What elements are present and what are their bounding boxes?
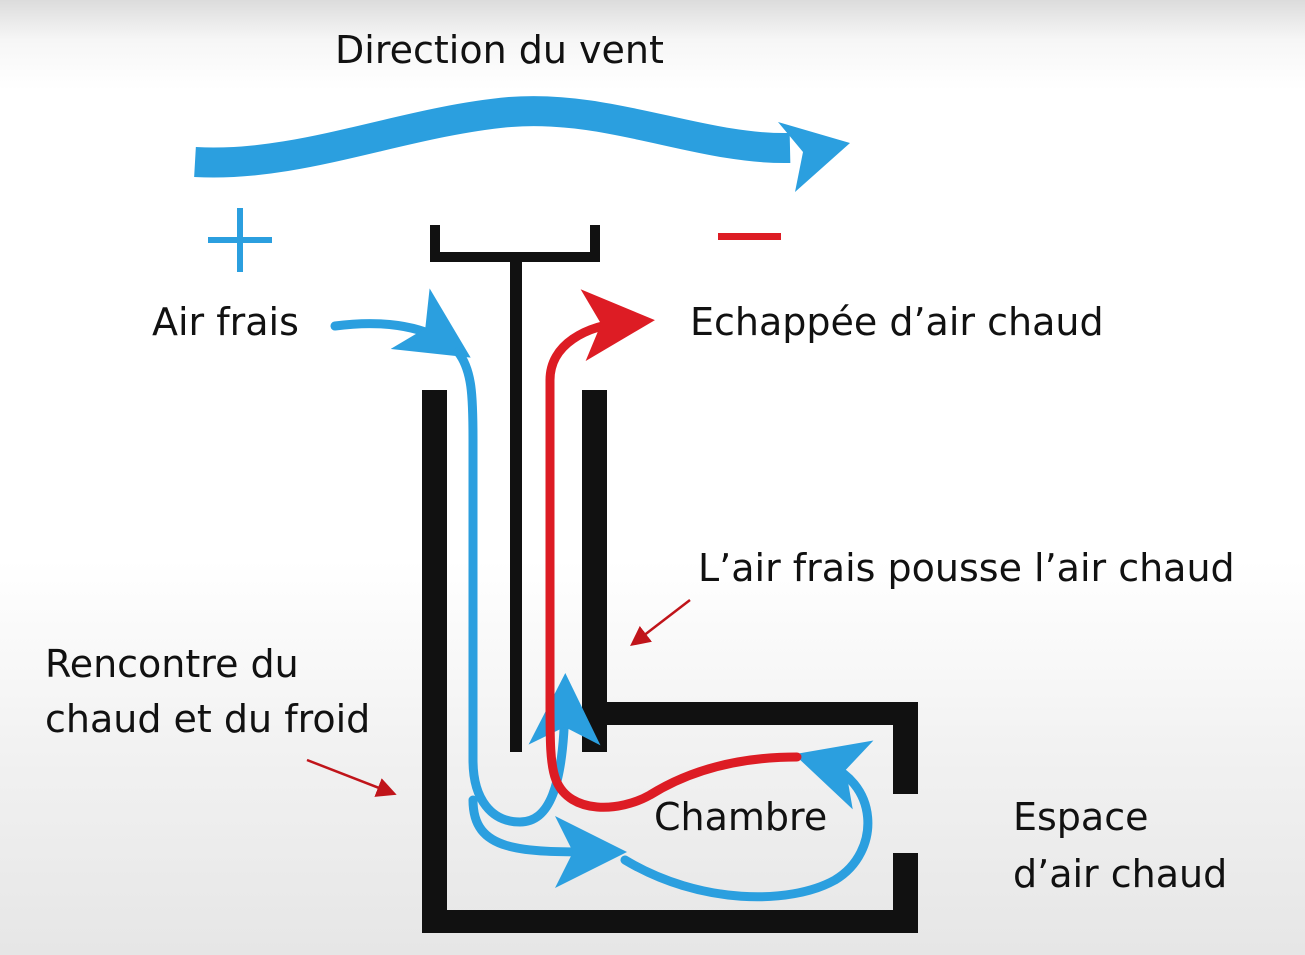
hot-air-flow [545,289,802,812]
right-wall-lower [893,853,918,933]
fresh-pushes-hot-label: L’air frais pousse l’air chaud [698,546,1235,590]
hot-air-exhaust-label: Echappée d’air chaud [690,300,1104,344]
minus-sign-icon [718,233,781,240]
pointer-arrow-push [630,599,691,647]
plus-sign-icon [208,208,272,272]
wind-arrow [194,96,850,192]
pointer-arrow-meeting [306,758,397,797]
top-chamber-wall [582,702,918,725]
hot-space-label-line2: d’air chaud [1013,852,1228,896]
meeting-label-line2: chaud et du froid [45,697,371,741]
meeting-label-line1: Rencontre du [45,642,299,686]
inner-riser-wall [582,390,607,752]
pointer-arrows [306,599,691,797]
outer-left-wall [422,390,447,933]
bottom-wall [422,910,918,933]
hot-space-label-line1: Espace [1013,795,1149,839]
chamber-label: Chambre [654,795,828,839]
wind-direction-label: Direction du vent [335,28,664,72]
stove-walls [422,390,918,933]
fresh-air-label: Air frais [152,300,299,344]
right-wall-upper [893,702,918,794]
chimney-cap [430,225,600,752]
